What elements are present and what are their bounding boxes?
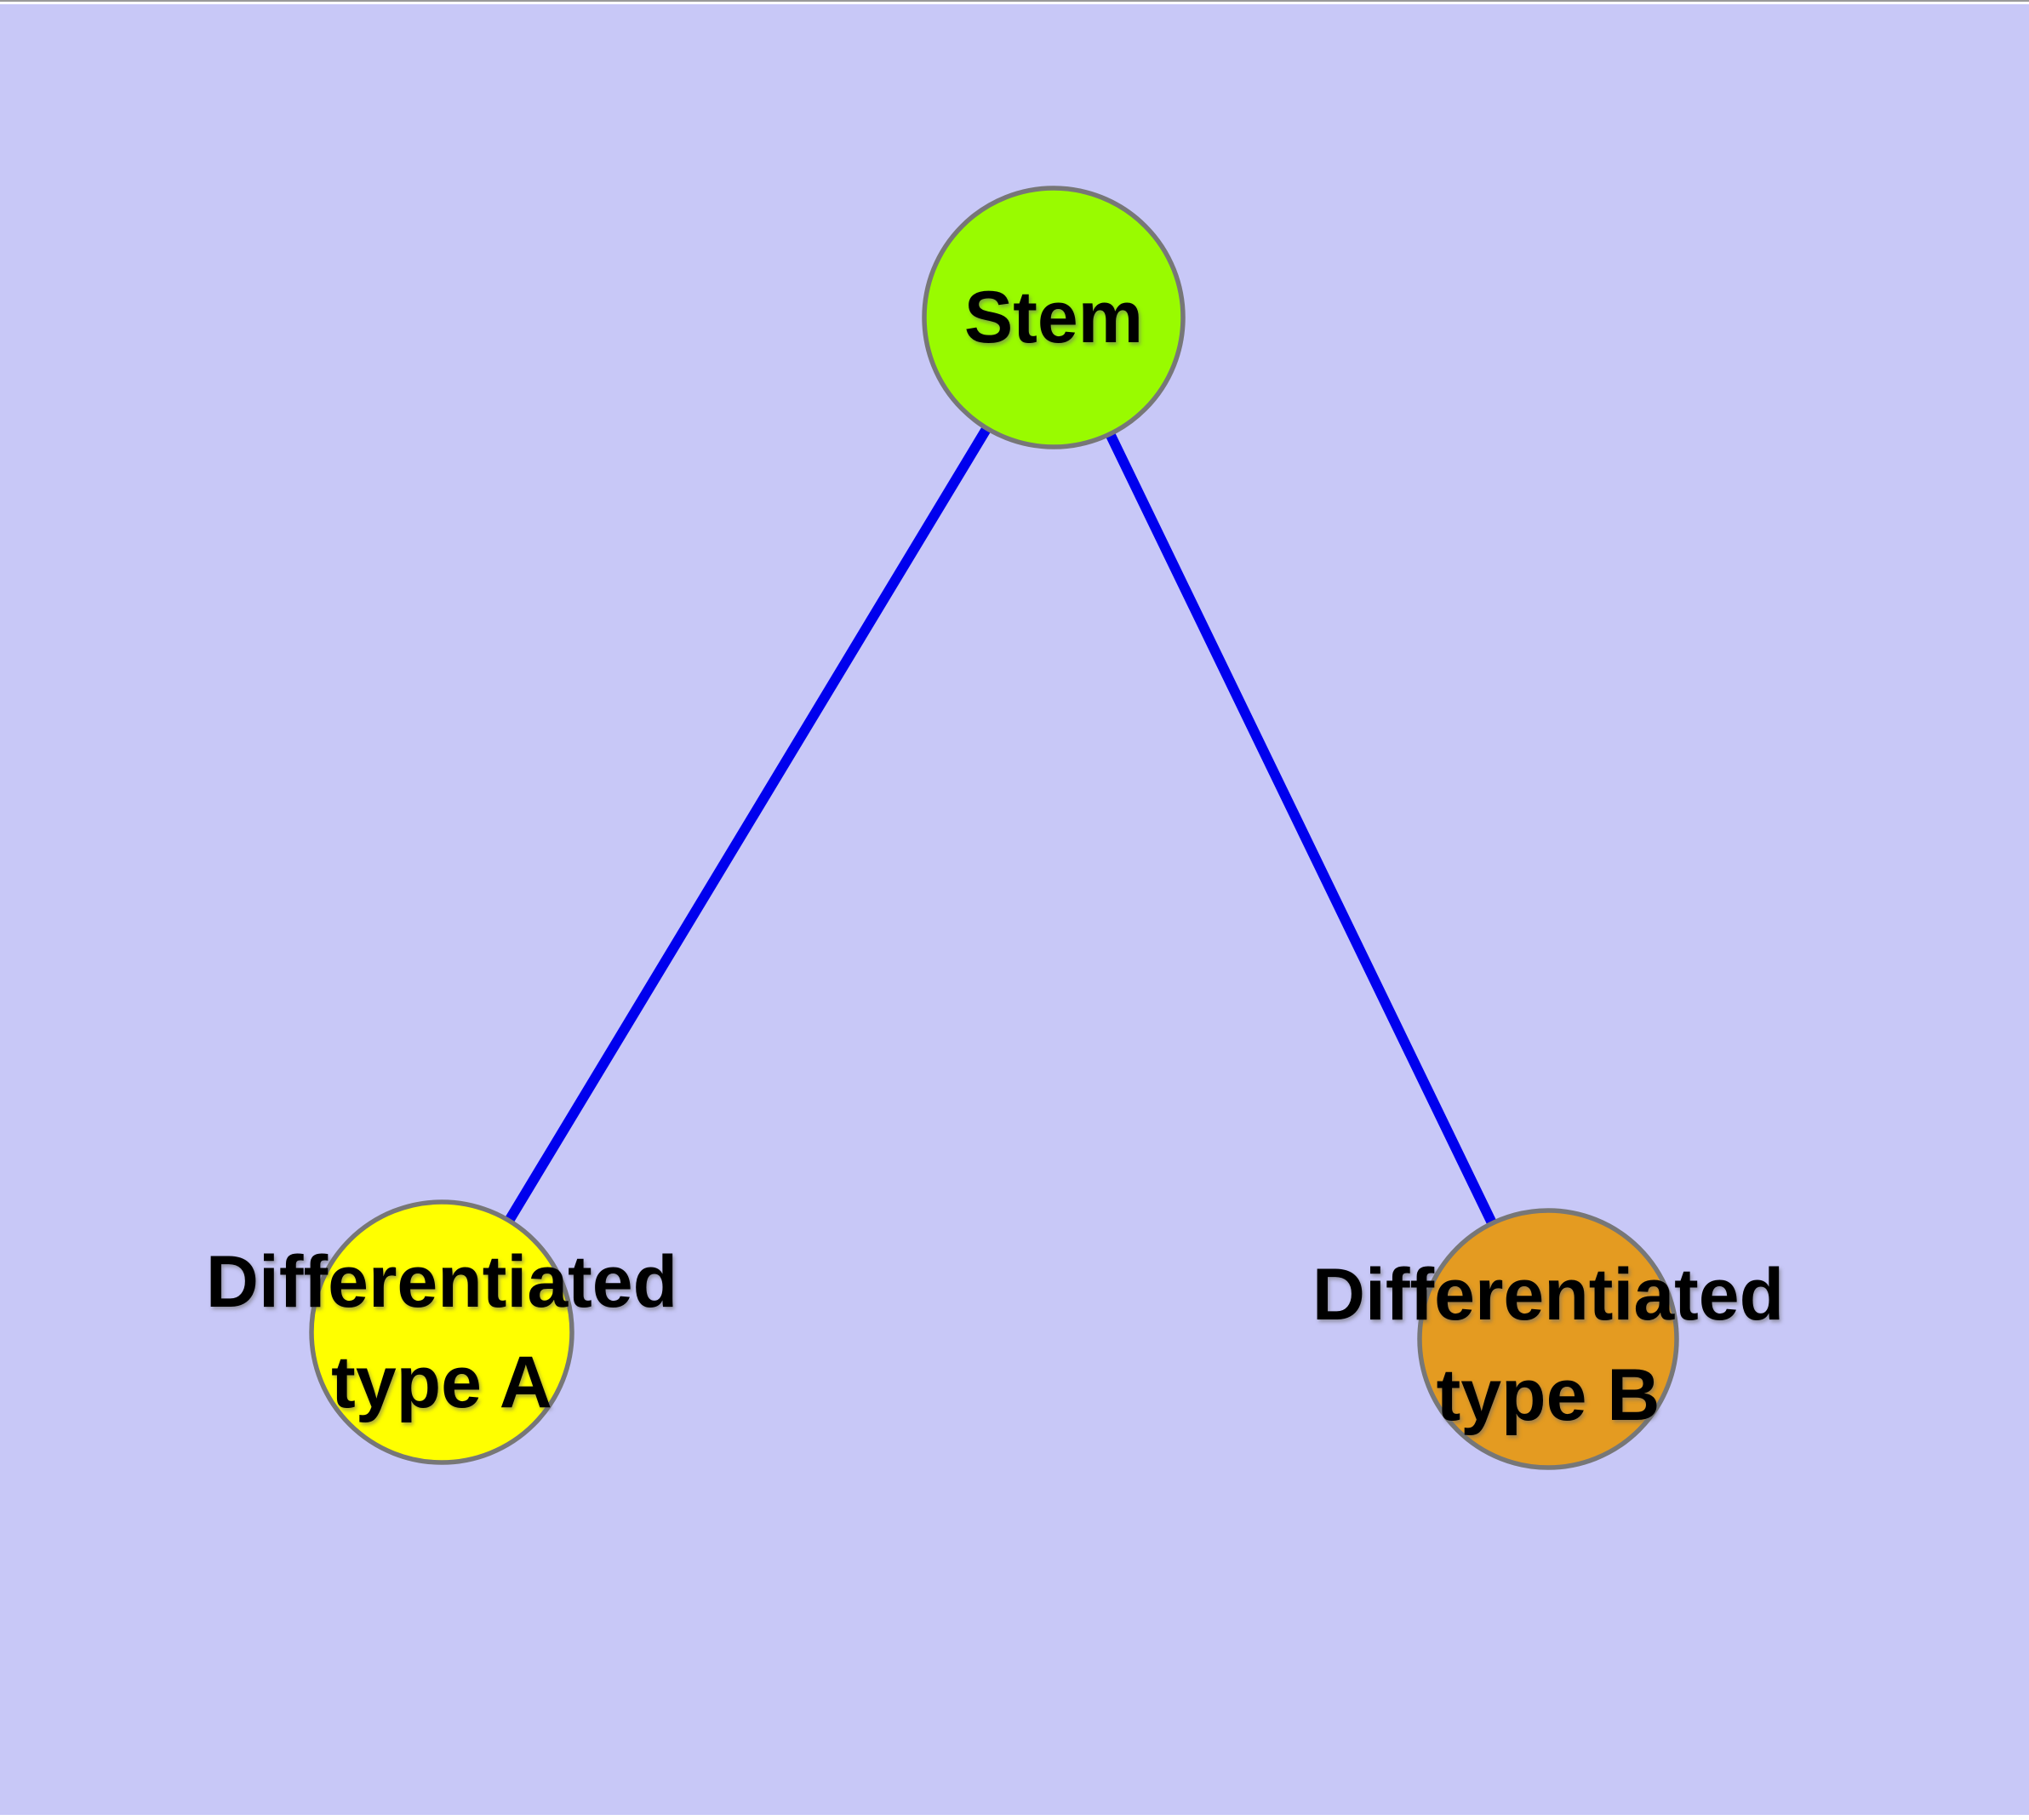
- node-type-a-circle: [309, 1199, 574, 1465]
- label-line: Differentiated: [1312, 1254, 1785, 1336]
- edge-stem-to-type-b: [1049, 312, 1553, 1344]
- node-stem-label: Stem: [964, 267, 1143, 368]
- node-type-b-label: Differentiated type B: [1312, 1245, 1784, 1445]
- window-top-edge: [0, 0, 2029, 2]
- edge-stem-to-type-a: [437, 312, 1059, 1337]
- node-type-b-circle: [1417, 1208, 1679, 1470]
- label-line: type A: [331, 1342, 552, 1423]
- node-stem-circle: [922, 186, 1186, 449]
- window-top-margin: [0, 2, 2029, 4]
- label-line: Stem: [963, 277, 1144, 358]
- window-bottom-margin: [0, 1815, 2029, 1820]
- label-line: type B: [1436, 1354, 1660, 1436]
- node-type-a-label: Differentiated type A: [206, 1232, 677, 1433]
- label-line: Differentiated: [205, 1241, 678, 1323]
